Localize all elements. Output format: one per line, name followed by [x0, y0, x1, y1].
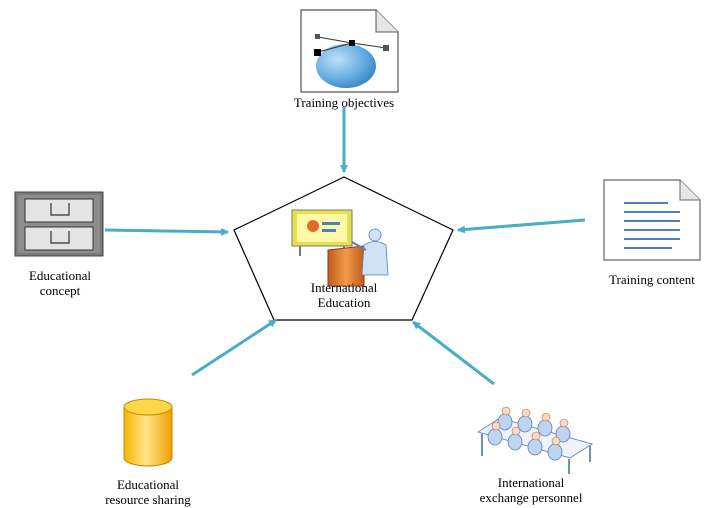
- resource-sharing-line1: Educational: [116, 477, 180, 492]
- database-icon: [123, 398, 173, 467]
- educational-concept-line2: concept: [39, 283, 81, 298]
- educational-concept-label: Educational concept: [0, 268, 120, 298]
- arrow-from-educational-concept: [104, 227, 229, 236]
- text-document-icon: [603, 179, 701, 261]
- meeting-icon: [476, 406, 594, 474]
- arrow-from-training-content: [457, 218, 586, 234]
- center-label-line1: International: [310, 280, 378, 295]
- arrow-from-exchange-personnel: [412, 320, 495, 386]
- training-objectives-label: Training objectives: [293, 95, 395, 110]
- presenter-icon: [291, 209, 389, 287]
- exchange-personnel-line1: International: [497, 475, 565, 490]
- center-label: International Education: [284, 280, 404, 310]
- exchange-personnel-line2: exchange personnel: [479, 490, 583, 505]
- chart-document-icon: [300, 9, 399, 93]
- center-label-line2: Education: [317, 295, 371, 310]
- exchange-personnel-label: International exchange personnel: [461, 475, 601, 505]
- arrow-from-resource-sharing: [191, 318, 277, 377]
- training-content-label: Training content: [609, 272, 695, 287]
- educational-concept-line1: Educational: [28, 268, 92, 283]
- resource-sharing-line2: resource sharing: [105, 492, 191, 507]
- resource-sharing-label: Educational resource sharing: [88, 477, 208, 507]
- file-cabinet-icon: [14, 191, 104, 257]
